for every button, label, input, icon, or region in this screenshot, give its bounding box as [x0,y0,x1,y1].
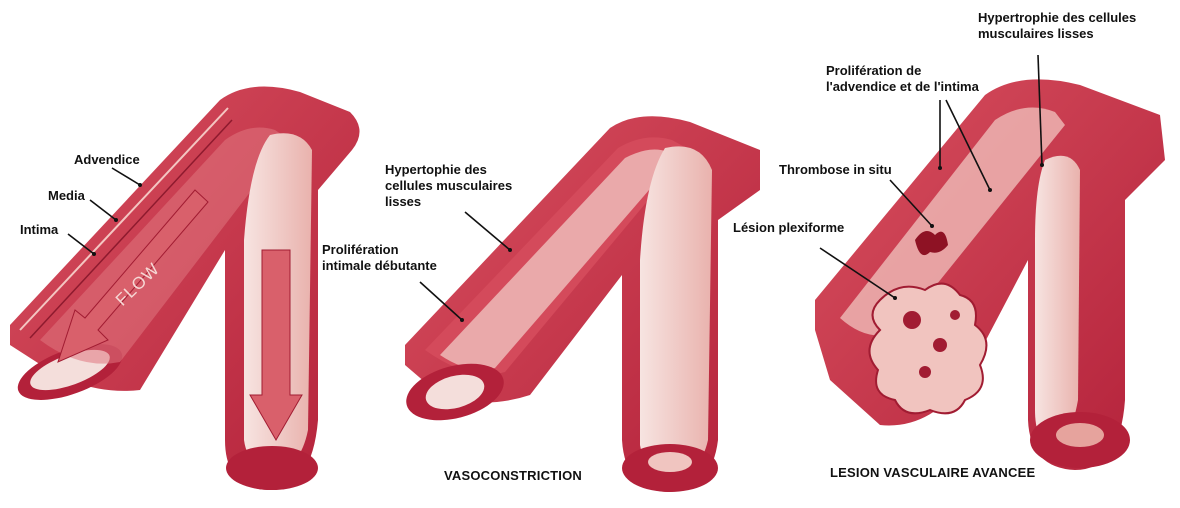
label-p2-hypertrophy: Hypertophie des cellules musculaires lis… [385,162,512,210]
panel3-vessel [815,79,1165,470]
panel1-bottom-cap [226,446,318,490]
leader-p2-hypertrophy [465,212,510,250]
panel2-bottom-lumen [648,452,692,472]
label-p3-proliferation: Prolifération de l'advendice et de l'int… [826,63,979,95]
panel3-plexiform-lesion [869,284,986,414]
panel3-bottom-lumen [1056,423,1104,447]
label-p2-proliferation: Prolifération intimale débutante [322,242,437,274]
panel2-right-lumen [640,146,712,476]
label-media: Media [48,188,85,204]
label-p3-thrombosis: Thrombose in situ [779,162,892,178]
panel3-lesion-hole [950,310,960,320]
label-p3-hypertrophy: Hypertrophie des cellules musculaires li… [978,10,1136,42]
label-advendice: Advendice [74,152,140,168]
caption-vasoconstriction: VASOCONSTRICTION [444,468,582,483]
label-p3-plexiform: Lésion plexiforme [733,220,844,236]
label-intima: Intima [20,222,58,238]
panel1-vessel [10,87,360,490]
caption-lesion-avancee: LESION VASCULAIRE AVANCEE [830,465,1035,480]
leader-media [90,200,116,220]
leader-advendice [112,168,140,185]
panel3-right-lumen [1035,156,1080,445]
panel3-lesion-hole [903,311,921,329]
panel3-lesion-hole [933,338,947,352]
panel3-lesion-hole [919,366,931,378]
